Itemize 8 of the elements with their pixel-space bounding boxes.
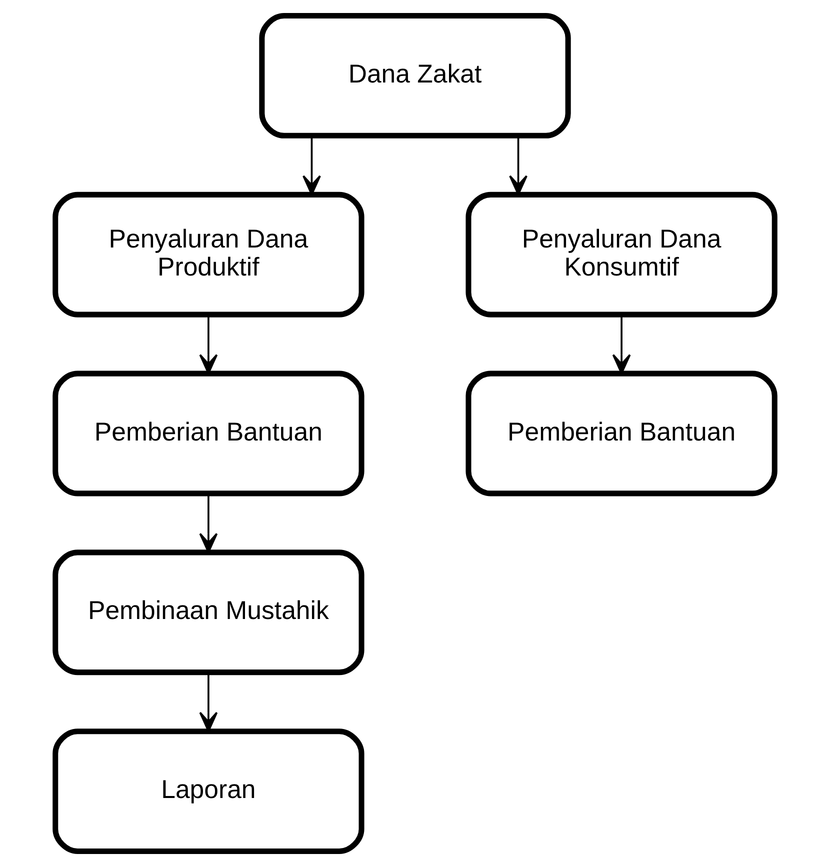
node-box: Laporan <box>52 728 364 854</box>
node-box: Penyaluran Dana Konsumtif <box>466 192 778 318</box>
node-box: Pemberian Bantuan <box>466 370 778 496</box>
node-box: Pemberian Bantuan <box>52 370 364 496</box>
node-box: Dana Zakat <box>259 13 571 138</box>
node-box: Penyaluran Dana Produktif <box>52 192 364 318</box>
node-box: Pembinaan Mustahik <box>52 550 364 676</box>
arrow <box>199 672 218 732</box>
